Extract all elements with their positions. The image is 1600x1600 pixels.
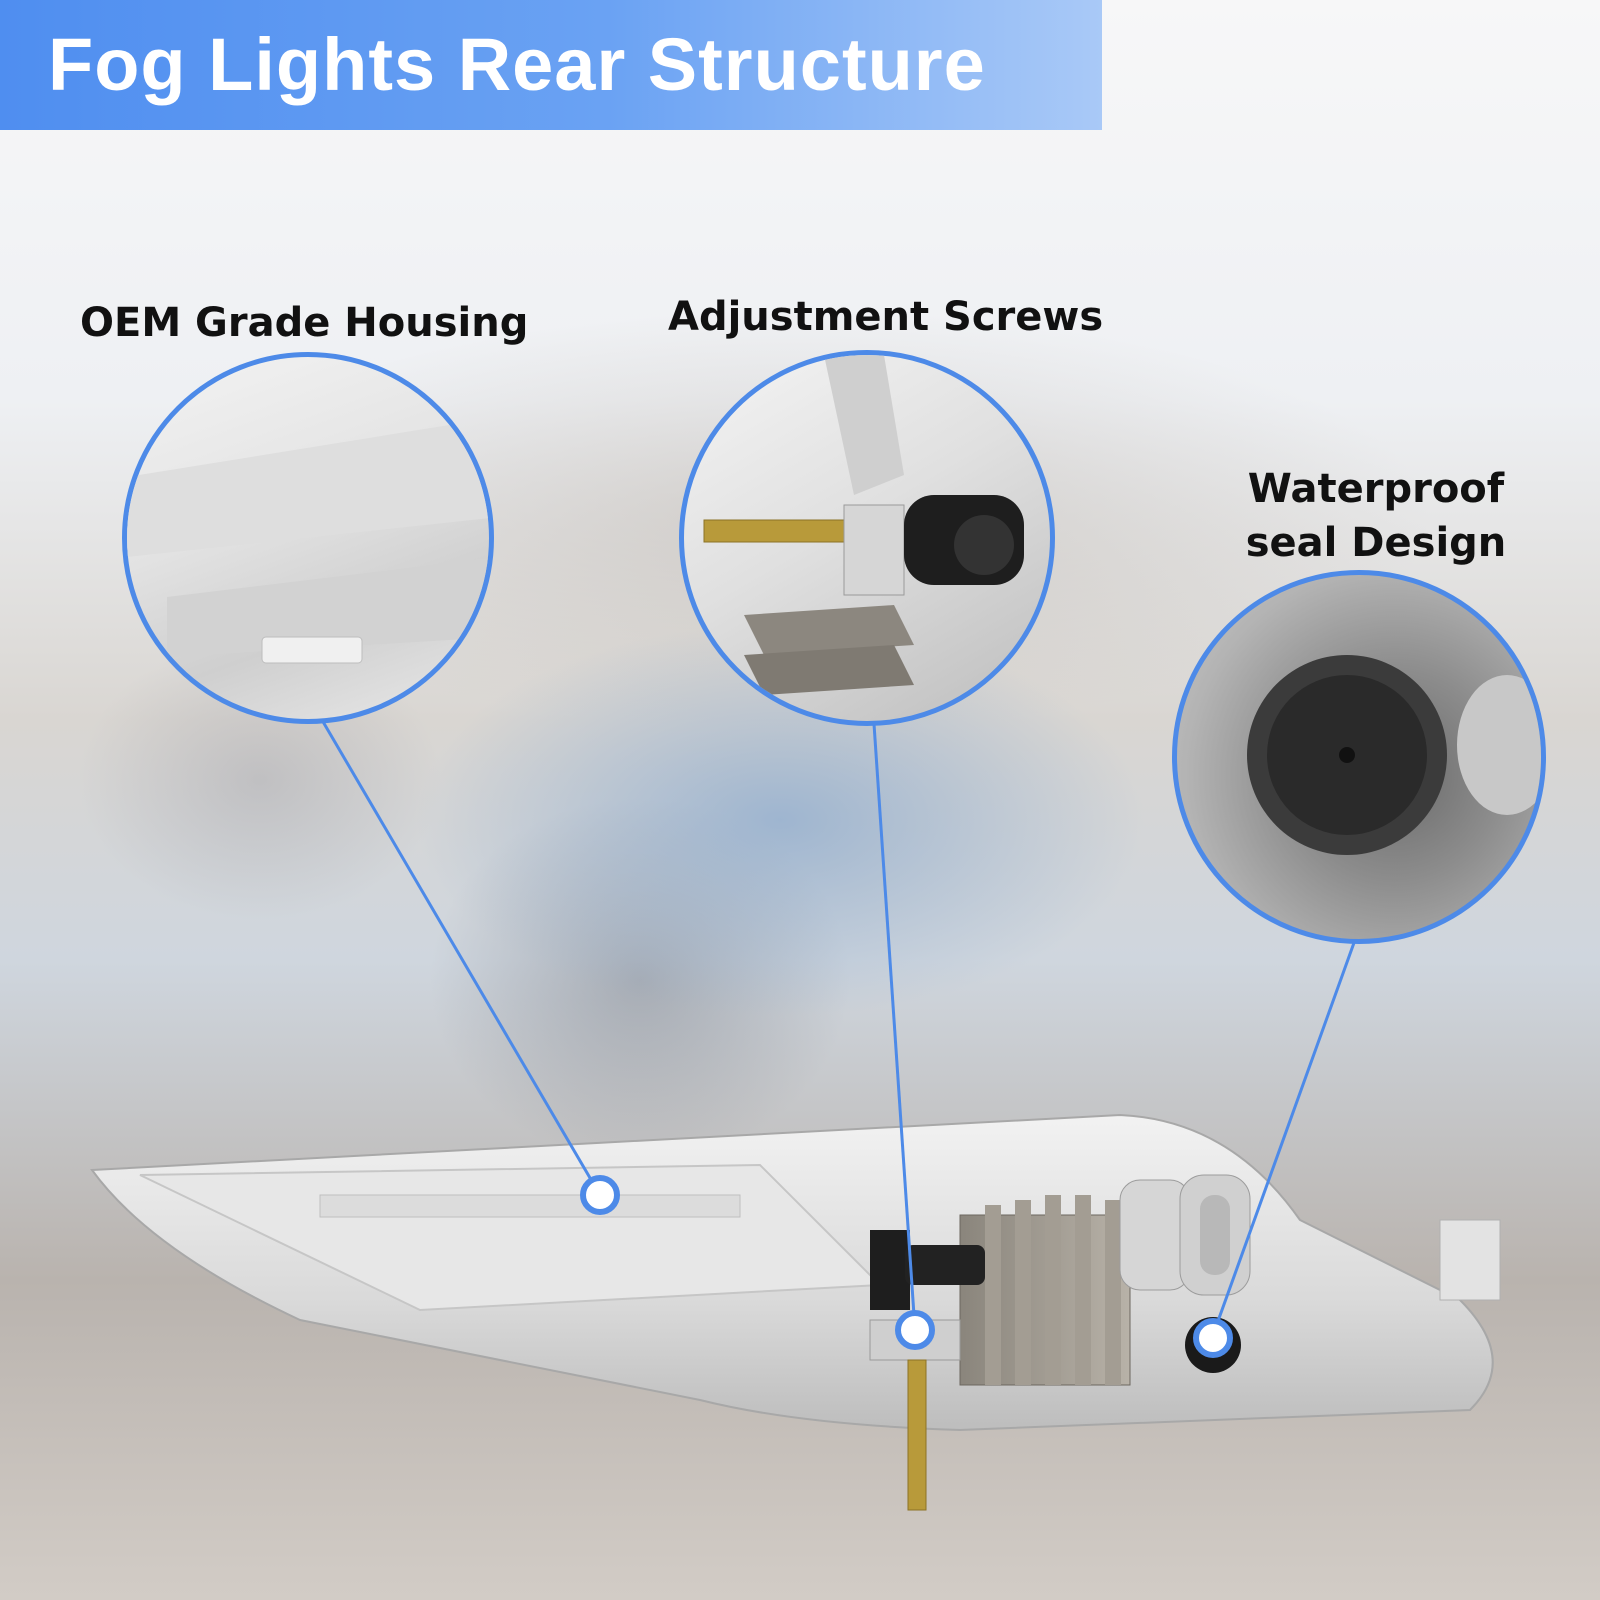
screws-callout-dot bbox=[895, 1310, 935, 1350]
heatsink bbox=[959, 1195, 1131, 1386]
page-title: Fog Lights Rear Structure bbox=[48, 23, 986, 106]
housing-callout-line bbox=[320, 719, 602, 1196]
seal-label-line2: seal Design bbox=[1245, 520, 1507, 566]
housing-zoom-image bbox=[127, 418, 489, 664]
screws-zoom-circle bbox=[679, 350, 1055, 726]
housing-label: OEM Grade Housing bbox=[80, 300, 529, 346]
housing-zoom-circle bbox=[122, 352, 494, 724]
connector bbox=[1119, 1174, 1251, 1296]
seal-zoom-circle bbox=[1172, 570, 1546, 944]
screws-zoom-image bbox=[703, 355, 1024, 695]
screws-callout-line bbox=[872, 723, 917, 1331]
seal-callout-dot bbox=[1193, 1318, 1233, 1358]
seal-label-line1: Waterproof bbox=[1247, 466, 1505, 512]
seal-callout-line bbox=[1211, 939, 1357, 1336]
seal-zoom-image bbox=[1247, 655, 1541, 855]
housing-callout-dot bbox=[580, 1175, 620, 1215]
mount-tab bbox=[1439, 1219, 1501, 1301]
housing-rib bbox=[319, 1194, 741, 1218]
seal-label: Waterproof seal Design bbox=[1226, 462, 1526, 570]
title-banner: Fog Lights Rear Structure bbox=[0, 0, 1102, 130]
screws-label: Adjustment Screws bbox=[668, 294, 1104, 340]
